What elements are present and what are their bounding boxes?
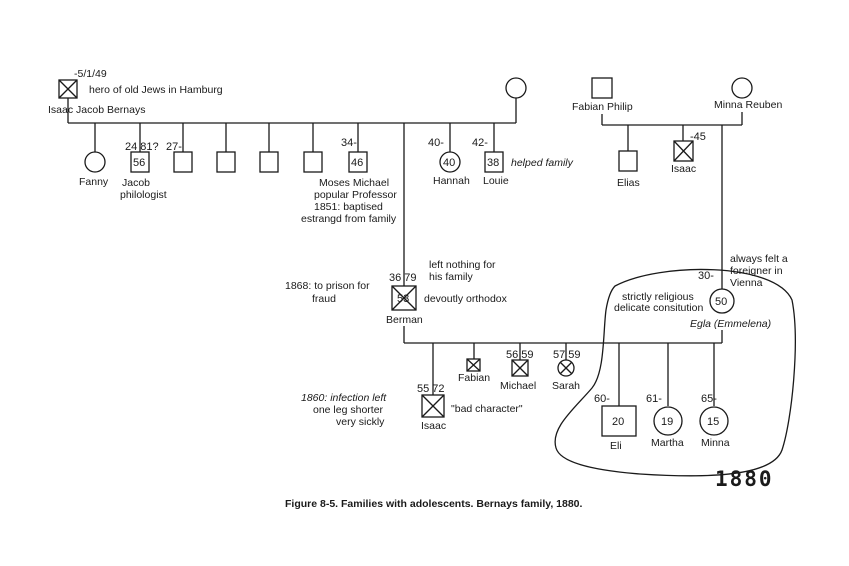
- fabian-philip-symbol: [591, 77, 613, 99]
- year-stamp: 1880: [715, 467, 774, 491]
- moses-age-label: 34-: [341, 137, 357, 149]
- louie-name: Louie: [483, 175, 509, 187]
- fabian-name: Fabian: [458, 372, 490, 384]
- eli-age-label: 60-: [594, 393, 610, 405]
- isaac-brother-symbol: [673, 140, 694, 162]
- elias-symbol: [618, 150, 638, 172]
- isaac-son-note-right: "bad character": [451, 403, 523, 415]
- family-lines-gen1: [67, 98, 517, 286]
- egla-age: 50: [715, 296, 727, 308]
- fanny-symbol: [84, 151, 106, 173]
- egla-note-1: always felt a: [730, 253, 788, 265]
- isaac-jacob-bernays-symbol: [58, 79, 78, 99]
- berman-note-right-3: devoutly orthodox: [424, 293, 508, 305]
- family-lines-egla-parents: [601, 112, 743, 289]
- hannah-age-label: 40-: [428, 137, 444, 149]
- isaac-jacob-spouse-symbol: [505, 77, 527, 99]
- sibling-27-age-label: 27-: [166, 141, 182, 153]
- moses-symbol: [348, 151, 368, 173]
- hannah-age: 40: [443, 157, 455, 169]
- minna-age: 15: [707, 416, 719, 428]
- isaac-son-symbol: [421, 394, 445, 418]
- eli-name: Eli: [610, 440, 622, 452]
- fabian-philip-name: Fabian Philip: [572, 101, 633, 113]
- sibling-male-symbol: [259, 151, 279, 173]
- family-lines-berman-egla: [403, 326, 723, 406]
- egla-note-5: delicate consitution: [614, 302, 703, 314]
- moses-note-2: 1851: baptised: [314, 201, 383, 213]
- fabian-symbol: [466, 358, 481, 372]
- isaac-son-note-left-2: one leg shorter: [313, 404, 384, 416]
- minna-symbol: [699, 406, 729, 436]
- eli-symbol: [601, 405, 637, 437]
- sarah-name: Sarah: [552, 380, 580, 392]
- jacob-occupation: philologist: [120, 189, 167, 201]
- minna-name: Minna: [701, 437, 730, 449]
- isaac-son-note-left-1: 1860: infection left: [301, 392, 387, 404]
- egla-age-label: 30-: [698, 270, 714, 282]
- minna-reuben-symbol: [731, 77, 753, 99]
- isaac-son-name: Isaac: [421, 420, 446, 432]
- berman-name: Berman: [386, 314, 423, 326]
- hannah-symbol: [439, 151, 461, 173]
- berman-note-left-1: 1868: to prison for: [285, 280, 370, 292]
- sibling-male-symbol: [216, 151, 236, 173]
- minna-age-label: 65-: [701, 393, 717, 405]
- isaac-son-ages: 55 72: [417, 383, 445, 395]
- martha-name: Martha: [651, 437, 684, 449]
- berman-symbol: [391, 285, 417, 311]
- berman-note-left-2: fraud: [312, 293, 336, 305]
- eli-age: 20: [612, 416, 624, 428]
- berman-note-right-2: his family: [429, 271, 474, 283]
- louie-symbol: [484, 151, 504, 173]
- martha-age-label: 61-: [646, 393, 662, 405]
- moses-name: Moses Michael: [319, 177, 389, 189]
- moses-note-3: estrangd from family: [301, 213, 397, 225]
- michael-symbol: [511, 359, 529, 377]
- isaac-brother-name: Isaac: [671, 163, 696, 175]
- hannah-name: Hannah: [433, 175, 470, 187]
- egla-name: Egla (Emmelena): [690, 318, 771, 330]
- elias-name: Elias: [617, 177, 640, 189]
- berman-note-right-1: left nothing for: [429, 259, 496, 271]
- minna-reuben-name: Minna Reuben: [714, 99, 782, 111]
- sarah-symbol: [557, 359, 575, 377]
- martha-age: 19: [661, 416, 673, 428]
- fanny-name: Fanny: [79, 176, 109, 188]
- louie-note: helped family: [511, 157, 574, 169]
- jacob-symbol: [130, 151, 150, 173]
- louie-age: 38: [487, 157, 499, 169]
- martha-symbol: [653, 406, 683, 436]
- berman-ages: 36 79: [389, 272, 417, 284]
- isaac-brother-date: -45: [690, 131, 706, 143]
- isaac-son-note-left-3: very sickly: [336, 416, 385, 428]
- egla-note-2: foreigner in: [730, 265, 783, 277]
- isaac-jacob-death-date: -5/1/49: [74, 68, 107, 80]
- figure-caption: Figure 8-5. Families with adolescents. B…: [285, 498, 583, 510]
- louie-age-label: 42-: [472, 137, 488, 149]
- egla-note-4: strictly religious: [622, 291, 694, 303]
- jacob-age: 56: [133, 157, 145, 169]
- household-boundary: [554, 268, 796, 477]
- isaac-jacob-name: Isaac Jacob Bernays: [48, 104, 145, 116]
- sarah-ages: 57 59: [553, 349, 581, 361]
- isaac-jacob-note: hero of old Jews in Hamburg: [89, 84, 223, 96]
- egla-note-3: Vienna: [730, 277, 763, 289]
- michael-ages: 56 59: [506, 349, 534, 361]
- sibling-27-symbol: [173, 151, 193, 173]
- jacob-ages: 24 81?: [125, 141, 159, 153]
- sibling-male-symbol: [303, 151, 323, 173]
- moses-age: 46: [351, 157, 363, 169]
- jacob-name: Jacob: [122, 177, 150, 189]
- michael-name: Michael: [500, 380, 536, 392]
- moses-note-1: popular Professor: [314, 189, 397, 201]
- berman-age: 53: [397, 293, 409, 305]
- egla-symbol: [709, 288, 735, 314]
